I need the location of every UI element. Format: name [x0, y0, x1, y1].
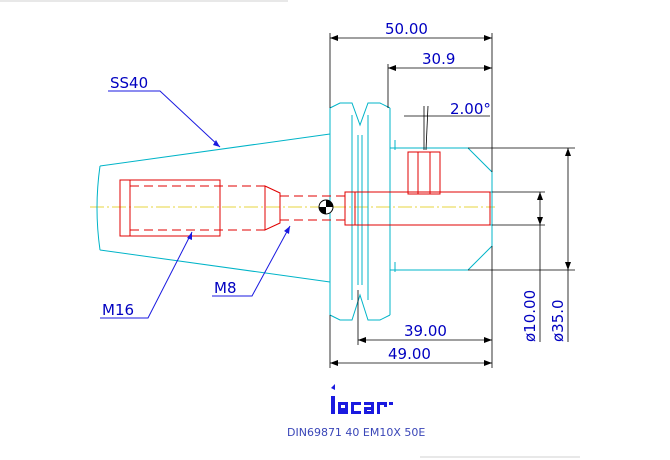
lower-length-dim: 39.00 [404, 322, 447, 340]
internal-bore-features [119, 151, 491, 237]
holder-body-outline [96, 102, 493, 321]
leader-lines [100, 90, 291, 319]
body-diameter-dim: ø35.0 [549, 299, 567, 342]
thread-small-label: M8 [214, 279, 237, 297]
iscar-logo [331, 384, 393, 414]
upper-length-dim: 30.9 [422, 50, 455, 68]
overall-length-dim: 50.00 [385, 20, 428, 38]
angle-label: 2.00° [450, 100, 491, 118]
taper-label: SS40 [110, 74, 148, 92]
thread-large-label: M16 [102, 301, 134, 319]
flange-length-dim: 49.00 [388, 345, 431, 363]
bore-diameter-dim: ø10.00 [521, 290, 539, 342]
dimension-lines [329, 33, 575, 368]
part-code: DIN69871 40 EM10X 50E [287, 426, 425, 439]
center-mark [318, 199, 334, 215]
